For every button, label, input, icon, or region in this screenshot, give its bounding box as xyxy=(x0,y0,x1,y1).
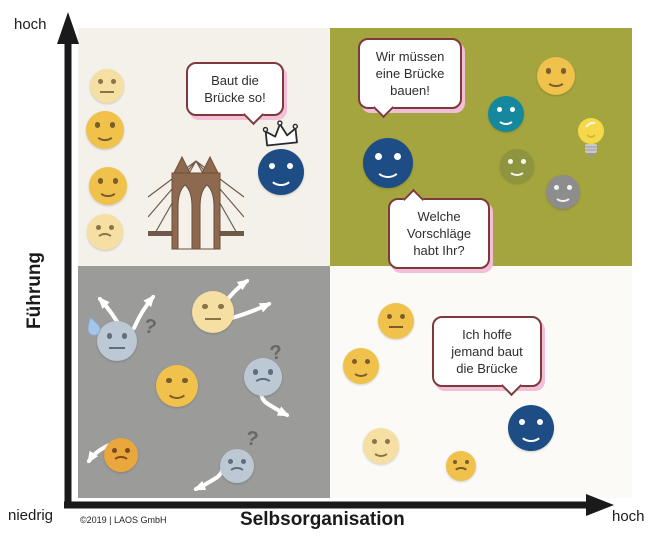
speech-bubble-text: Baut die Brücke so! xyxy=(204,73,266,106)
speech-bubble-text: Welche Vorschläge habt Ihr? xyxy=(406,209,472,259)
copyright-text: ©2019 | LAOS GmbH xyxy=(80,515,167,525)
sweat-drop-icon xyxy=(87,316,101,336)
x-axis-high-label: hoch xyxy=(612,508,645,525)
smiley-confused-bluegray-icon xyxy=(97,321,137,361)
smiley-sad-orange-icon xyxy=(104,438,138,472)
smiley-happy-gold-icon xyxy=(156,365,198,407)
smiley-happy-teal-icon xyxy=(488,96,524,132)
speech-bubble-text: Ich hoffe jemand baut die Brücke xyxy=(451,327,523,377)
speech-bubble-text: Wir müssen eine Brücke bauen! xyxy=(375,49,445,99)
smiley-leader-blue-icon xyxy=(258,149,304,195)
crown-icon xyxy=(262,120,298,147)
x-axis-title: Selbsorganisation xyxy=(240,509,405,530)
smiley-sad-pale-icon xyxy=(87,214,123,250)
smiley-neutral-gold-icon xyxy=(378,303,414,339)
smiley-sad-bluegray-icon xyxy=(220,449,254,483)
smiley-sad-bluegray-icon xyxy=(244,358,282,396)
speech-bubble-team-goal: Wir müssen eine Brücke bauen! xyxy=(358,38,462,119)
origin-low-label: niedrig xyxy=(8,507,54,524)
smiley-neutral-pale-icon xyxy=(192,291,234,333)
smiley-hopeful-blue-icon xyxy=(508,405,554,451)
bridge-image xyxy=(148,155,244,250)
smiley-happy-gold-icon xyxy=(537,57,575,95)
smiley-happy-gold-icon xyxy=(86,111,124,149)
speech-bubble-leader-instruction: Baut die Brücke so! xyxy=(186,62,284,126)
smiley-happy-olive-icon xyxy=(500,149,534,183)
y-axis-title: Führung xyxy=(24,251,45,329)
smiley-happy-gold-icon xyxy=(89,167,127,205)
smiley-sad-gold-icon xyxy=(446,451,476,481)
lightbulb-icon xyxy=(578,118,604,157)
smiley-facilitator-blue-icon xyxy=(363,138,413,188)
smiley-happy-pale-icon xyxy=(363,428,399,464)
smiley-happy-gray-icon xyxy=(546,175,580,209)
speech-bubble-hope-statement: Ich hoffe jemand baut die Brücke xyxy=(432,316,542,397)
y-axis-high-label: hoch xyxy=(14,16,47,33)
smiley-neutral-pale-icon xyxy=(90,69,124,103)
smiley-happy-gold-icon xyxy=(343,348,379,384)
speech-bubble-team-question: Welche Vorschläge habt Ihr? xyxy=(388,188,490,270)
